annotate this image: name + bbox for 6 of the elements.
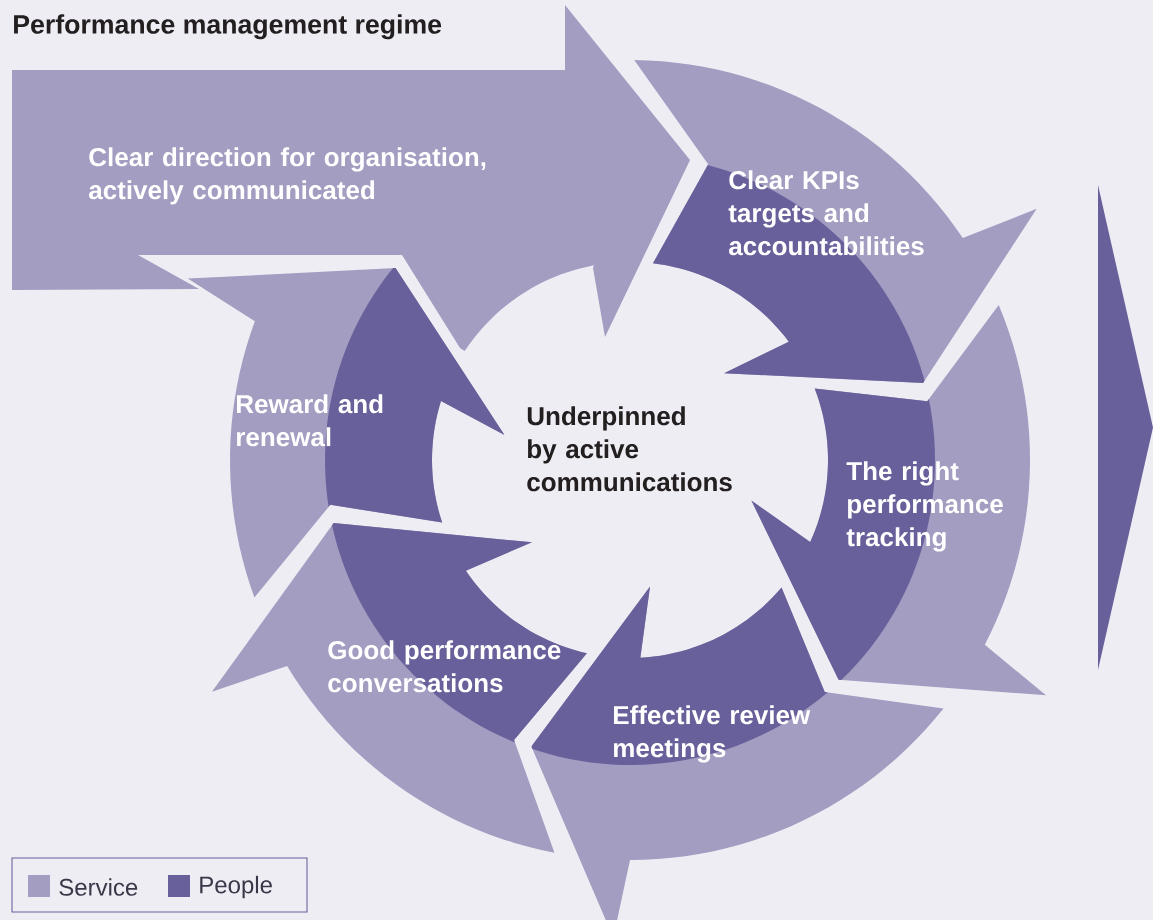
- triangle: [1098, 185, 1153, 670]
- legend-label: People: [200, 875, 272, 899]
- centre-text: Underpinned by active communications: [527, 406, 732, 492]
- title: Performance management regime: [14, 14, 442, 40]
- cycle-segment: The right performance tracking: [751, 304, 1047, 696]
- legend-label: Service: [59, 878, 138, 896]
